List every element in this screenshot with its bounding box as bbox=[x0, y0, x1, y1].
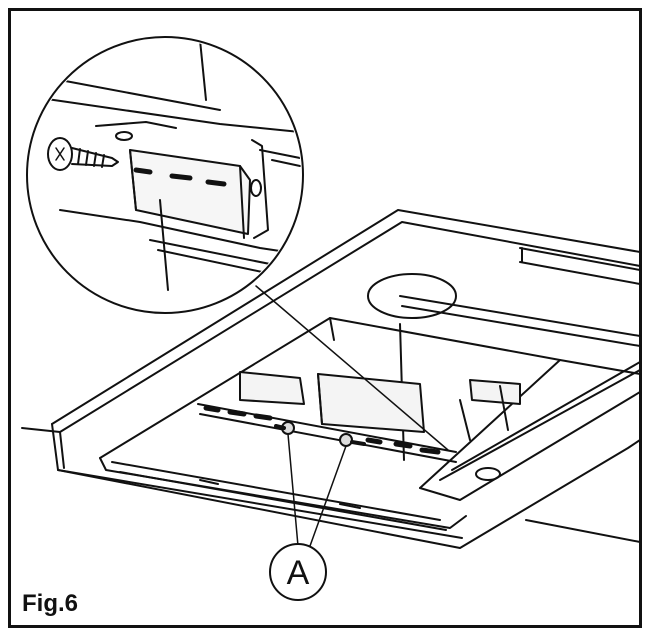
callout-leader-right bbox=[309, 445, 347, 547]
screw-right bbox=[339, 433, 366, 447]
detail-leader bbox=[255, 285, 449, 451]
callout-letter: A bbox=[287, 554, 310, 592]
callout-circle bbox=[269, 543, 327, 601]
rail-slots bbox=[203, 405, 441, 455]
screw-left bbox=[274, 421, 295, 435]
hood-cavity bbox=[99, 317, 641, 501]
callout-leader-left bbox=[287, 433, 299, 547]
duct-opening bbox=[367, 273, 457, 319]
ceiling-line-right bbox=[525, 519, 641, 543]
figure-label: Fig.6 bbox=[22, 590, 79, 617]
filter-frame bbox=[99, 457, 501, 531]
magnified-detail bbox=[26, 36, 304, 314]
ceiling-line-left bbox=[21, 427, 61, 433]
